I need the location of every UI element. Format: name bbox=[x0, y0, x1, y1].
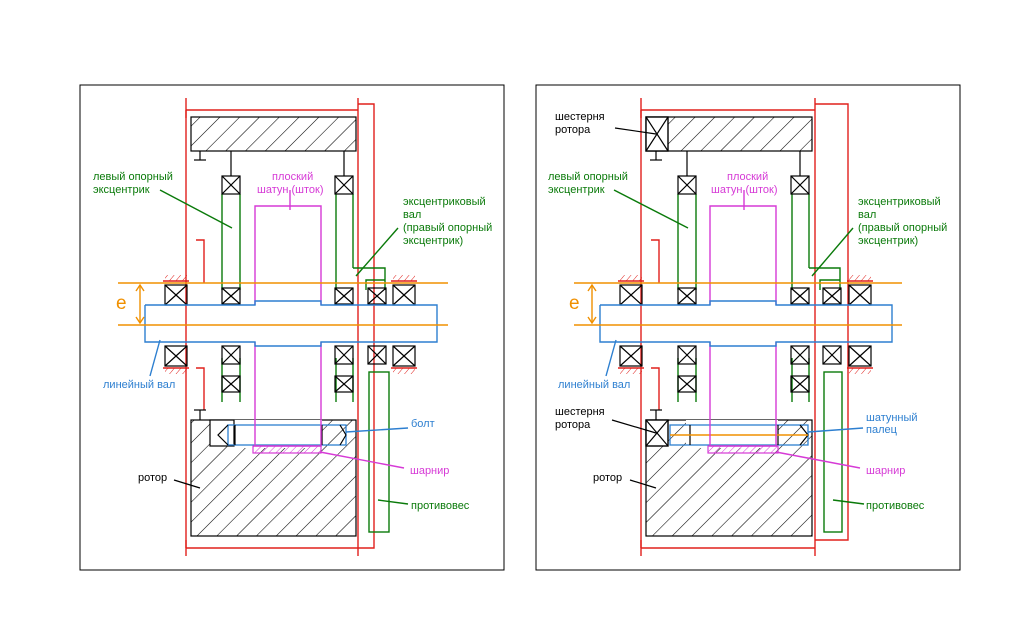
right-flat-rod bbox=[709, 205, 777, 447]
left-top-gear-block bbox=[190, 116, 357, 152]
left-counterweight bbox=[368, 371, 390, 533]
left-label-bolt: болт bbox=[411, 418, 435, 430]
right-top-gear-block bbox=[645, 116, 813, 152]
left-label-rotor: ротор bbox=[138, 472, 167, 484]
right-bearings bbox=[619, 175, 872, 393]
right-linear-shaft bbox=[599, 300, 893, 347]
right-eccentric-shaft bbox=[791, 194, 843, 533]
left-label-hinge: шарнир bbox=[410, 465, 449, 477]
left-label-counterweight: противовес bbox=[411, 500, 470, 512]
left-ecc-symbol: e bbox=[116, 293, 127, 314]
right-hinge bbox=[707, 445, 779, 454]
right-label-rotor: ротор bbox=[593, 472, 622, 484]
left-hinge bbox=[252, 445, 322, 454]
right-ground-mark bbox=[620, 275, 642, 281]
left-bearings bbox=[164, 175, 416, 393]
left-label-linear-shaft: линейный вал bbox=[103, 379, 175, 391]
right-counterweight bbox=[823, 371, 843, 533]
left-linear-shaft bbox=[144, 300, 438, 347]
left-bolt bbox=[217, 424, 347, 446]
right-ecc-symbol: e bbox=[569, 293, 580, 314]
left-ground-mark bbox=[165, 275, 187, 281]
right-rod-pin bbox=[669, 424, 809, 446]
left-flat-rod bbox=[254, 205, 322, 447]
left-housing bbox=[185, 98, 375, 556]
right-housing bbox=[640, 98, 849, 556]
right-label-hinge: шарнир bbox=[866, 465, 905, 477]
right-label-linear-shaft: линейный вал bbox=[558, 379, 630, 391]
right-label-counterweight: противовес bbox=[866, 500, 925, 512]
